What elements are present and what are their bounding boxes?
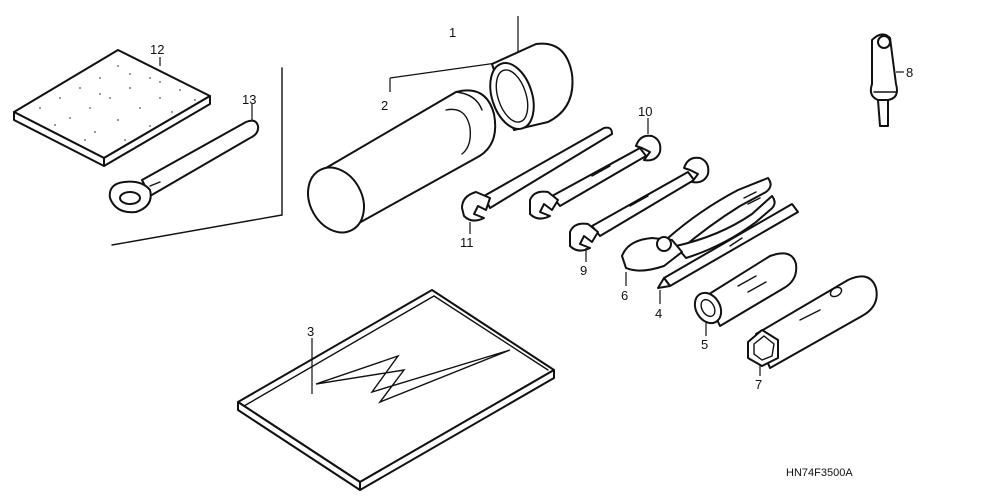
handle-tool-part-8 <box>869 33 898 127</box>
callout-9: 9 <box>580 263 587 278</box>
callout-6: 6 <box>621 288 628 303</box>
callout-2: 2 <box>381 98 388 113</box>
callout-1: 1 <box>449 25 456 40</box>
callout-12: 12 <box>150 42 164 57</box>
document-pouch-part-3 <box>237 289 555 491</box>
open-wrench-part-11 <box>461 126 613 222</box>
pliers-part-6 <box>621 177 776 272</box>
pad-part-12 <box>13 49 211 167</box>
panel-divider <box>111 67 283 246</box>
callout-3: 3 <box>307 324 314 339</box>
diagram-code: HN74F3500A <box>786 467 853 479</box>
screwdriver-shaft-part-4 <box>657 203 799 289</box>
callout-13: 13 <box>242 92 256 107</box>
callout-7: 7 <box>755 377 762 392</box>
callout-10: 10 <box>638 104 652 119</box>
callout-8: 8 <box>906 65 913 80</box>
open-wrench-part-9 <box>569 156 710 252</box>
open-wrench-part-10 <box>529 134 662 220</box>
tool-tube-part-2 <box>307 89 497 234</box>
box-spanner-part-7 <box>747 275 878 369</box>
callout-4: 4 <box>655 306 662 321</box>
screwdriver-handle-part-5 <box>693 252 798 327</box>
callout-5: 5 <box>701 337 708 352</box>
ring-wrench-part-13 <box>108 119 260 214</box>
tube-cap-part-1 <box>489 42 574 131</box>
callout-11: 11 <box>460 235 474 250</box>
